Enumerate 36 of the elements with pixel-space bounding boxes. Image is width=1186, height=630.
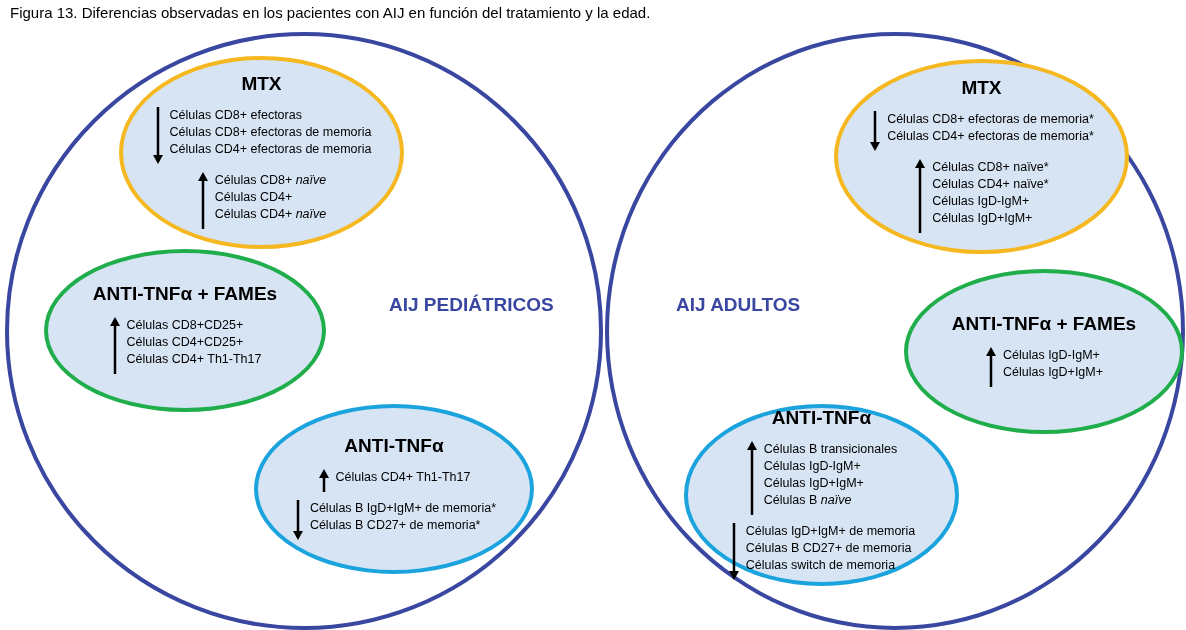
cell-type-text: Células CD4+ naïve — [214, 205, 327, 223]
cell-type-text: Células B transicionales — [763, 440, 898, 458]
cell-type-text: Células CD8+ naïve — [214, 171, 327, 189]
cell-type-text: Células CD4+CD25+ — [126, 334, 245, 351]
cell-type-text: Células CD4+ naïve* — [932, 175, 1049, 193]
cell-type-text: Células IgD-IgM+ — [1002, 346, 1101, 364]
group-heading: AIJ ADULTOS — [676, 294, 801, 316]
cell-type-text: Células IgD+IgM+ de memoria — [745, 522, 916, 540]
cell-type-text: Células CD4+ efectoras de memoria — [169, 140, 372, 158]
cell-type-text: Células IgD-IgM+ — [763, 457, 862, 475]
cell-type-text: Células IgD+IgM+ — [1002, 363, 1104, 381]
cell-type-text: Células B naïve — [763, 491, 853, 509]
treatment-heading: ANTI-TNFα — [344, 434, 444, 457]
treatment-heading: ANTI-TNFα + FAMEs — [92, 283, 278, 305]
treatment-heading: ANTI-TNFα + FAMEs — [951, 312, 1137, 335]
cell-type-text: Células CD4+ Th1-Th17 — [126, 351, 262, 368]
treatment-heading: MTX — [961, 76, 1002, 99]
cell-type-text: Células CD4+ Th1-Th17 — [335, 468, 471, 486]
cell-type-text: Células B IgD+IgM+ de memoria* — [309, 499, 497, 517]
cell-type-text: Células CD8+CD25+ — [126, 317, 245, 334]
cell-type-text: Células CD4+ efectoras de memoria* — [887, 127, 1094, 145]
cell-type-text: Células CD8+ efectoras de memoria* — [887, 110, 1094, 128]
cell-type-text: Células IgD-IgM+ — [932, 192, 1031, 210]
cell-type-text: Células CD4+ — [214, 188, 294, 206]
treatment-heading: MTX — [241, 72, 282, 95]
cell-type-text: Células B CD27+ de memoria — [745, 539, 913, 557]
figure-title: Figura 13. Diferencias observadas en los pacientes con AIJ en función del tratamiento y la edad. — [10, 4, 651, 21]
cell-type-text: Células B CD27+ de memoria* — [309, 516, 482, 534]
cell-type-text: Células CD8+ efectoras — [169, 106, 303, 124]
cell-type-text: Células switch de memoria — [745, 556, 897, 574]
treatment-heading: ANTI-TNFα — [771, 406, 872, 429]
cell-type-text: Células CD8+ naïve* — [932, 158, 1049, 176]
cell-type-text: Células CD8+ efectoras de memoria — [169, 123, 372, 141]
group-heading: AIJ PEDIÁTRICOS — [389, 294, 554, 316]
cell-type-text: Células IgD+IgM+ — [932, 209, 1034, 227]
cell-type-text: Células IgD+IgM+ — [763, 474, 865, 492]
